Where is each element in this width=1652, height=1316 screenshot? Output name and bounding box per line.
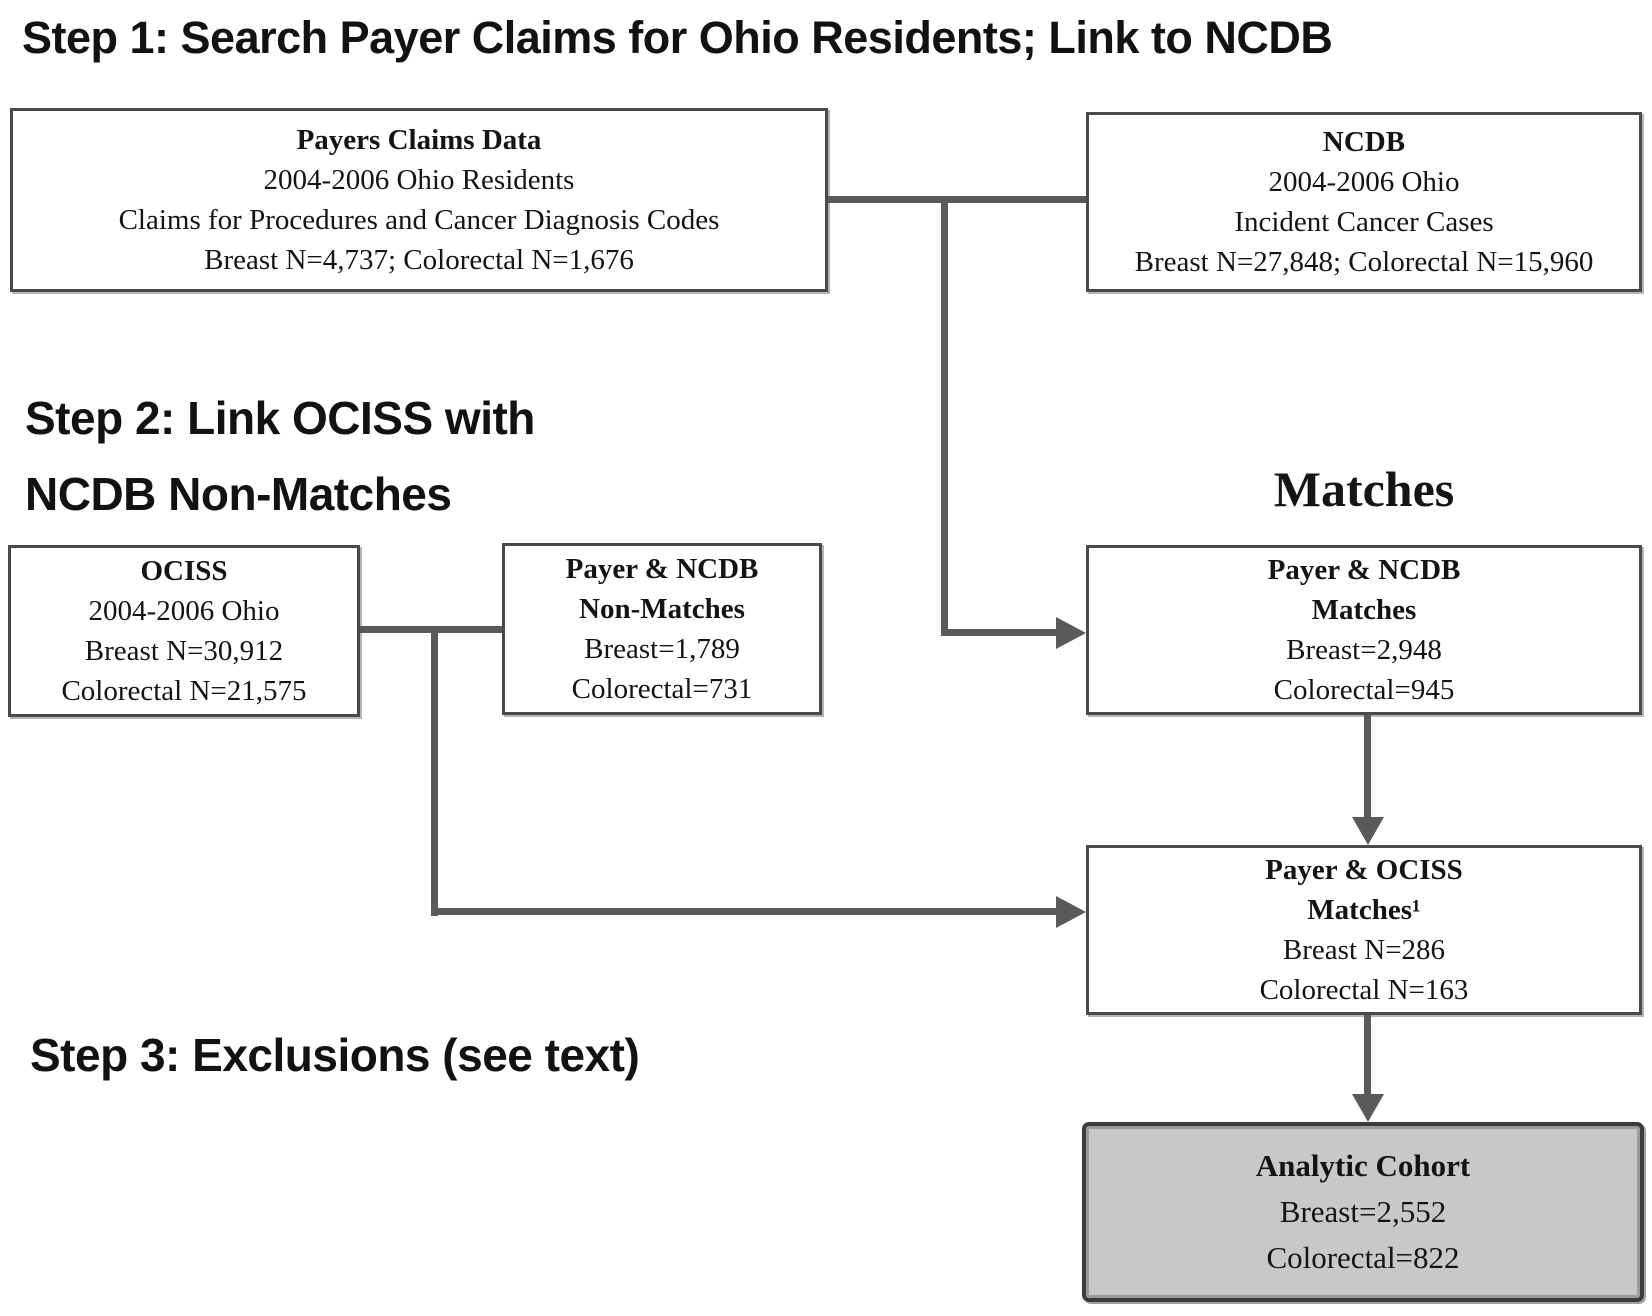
- box-title: Analytic Cohort: [1255, 1148, 1471, 1183]
- box-ociss: OCISS 2004-2006 Ohio Breast N=30,912 Col…: [8, 545, 360, 717]
- box-line: Colorectal=731: [571, 673, 753, 705]
- box-title: Matches¹: [1307, 894, 1421, 926]
- box-line: 2004-2006 Ohio Residents: [263, 164, 575, 196]
- arrowhead-down-to-analytic-icon: [1352, 1094, 1384, 1122]
- box-payer-ociss-matches: Payer & OCISS Matches¹ Breast N=286 Colo…: [1086, 845, 1642, 1015]
- box-payers-claims-data: Payers Claims Data 2004-2006 Ohio Reside…: [10, 108, 828, 292]
- box-ncdb: NCDB 2004-2006 Ohio Incident Cancer Case…: [1086, 112, 1642, 292]
- box-title: NCDB: [1322, 126, 1406, 158]
- box-line: 2004-2006 Ohio: [1268, 166, 1460, 198]
- connector-drop-to-matches: [941, 196, 948, 636]
- box-line: Breast N=27,848; Colorectal N=15,960: [1134, 246, 1594, 278]
- box-payer-ncdb-nonmatches: Payer & NCDB Non-Matches Breast=1,789 Co…: [502, 543, 822, 715]
- box-title: Payer & NCDB: [1267, 554, 1461, 586]
- box-title: Matches: [1311, 594, 1417, 626]
- box-line: Incident Cancer Cases: [1234, 206, 1494, 238]
- box-title: Payers Claims Data: [296, 124, 542, 156]
- box-analytic-cohort: Analytic Cohort Breast=2,552 Colorectal=…: [1082, 1122, 1644, 1302]
- arrowhead-into-ociss-matches-icon: [1056, 896, 1086, 928]
- step1-title: Step 1: Search Payer Claims for Ohio Res…: [22, 12, 1333, 63]
- box-line: Colorectal=822: [1266, 1240, 1460, 1275]
- arrowhead-down-to-ociss-matches-icon: [1352, 817, 1384, 845]
- connector-into-ociss-matches: [431, 908, 1059, 915]
- matches-heading: Matches: [1273, 461, 1455, 517]
- step2-title: Step 2: Link OCISS with NCDB Non-Matches: [25, 380, 535, 532]
- step2-title-line2: NCDB Non-Matches: [25, 468, 452, 520]
- box-title: Payer & OCISS: [1265, 854, 1463, 886]
- box-line: Breast=2,552: [1279, 1194, 1447, 1229]
- box-line: Breast=1,789: [584, 633, 740, 665]
- box-line: Claims for Procedures and Cancer Diagnos…: [118, 204, 720, 236]
- box-line: Breast=2,948: [1286, 634, 1442, 666]
- connector-matches-to-ociss-matches: [1364, 712, 1371, 820]
- connector-into-matches: [941, 629, 1059, 636]
- box-line: Breast N=286: [1282, 934, 1446, 966]
- box-title: OCISS: [140, 555, 228, 587]
- box-title: Payer & NCDB: [565, 553, 759, 585]
- step3-title: Step 3: Exclusions (see text): [30, 1029, 640, 1081]
- arrowhead-into-matches-icon: [1056, 617, 1086, 649]
- box-line: Colorectal=945: [1273, 674, 1455, 706]
- box-payer-ncdb-matches: Payer & NCDB Matches Breast=2,948 Colore…: [1086, 545, 1642, 715]
- box-line: Colorectal N=21,575: [61, 675, 307, 707]
- step2-title-line1: Step 2: Link OCISS with: [25, 392, 535, 444]
- box-title: Non-Matches: [579, 593, 745, 625]
- box-line: 2004-2006 Ohio: [88, 595, 280, 627]
- box-line: Colorectal N=163: [1259, 974, 1469, 1006]
- box-line: Breast N=4,737; Colorectal N=1,676: [204, 244, 634, 276]
- box-line: Breast N=30,912: [84, 635, 284, 667]
- connector-payers-to-ncdb: [828, 196, 1088, 203]
- connector-drop-to-ociss-matches: [431, 626, 438, 916]
- connector-ociss-matches-to-analytic: [1364, 1012, 1371, 1097]
